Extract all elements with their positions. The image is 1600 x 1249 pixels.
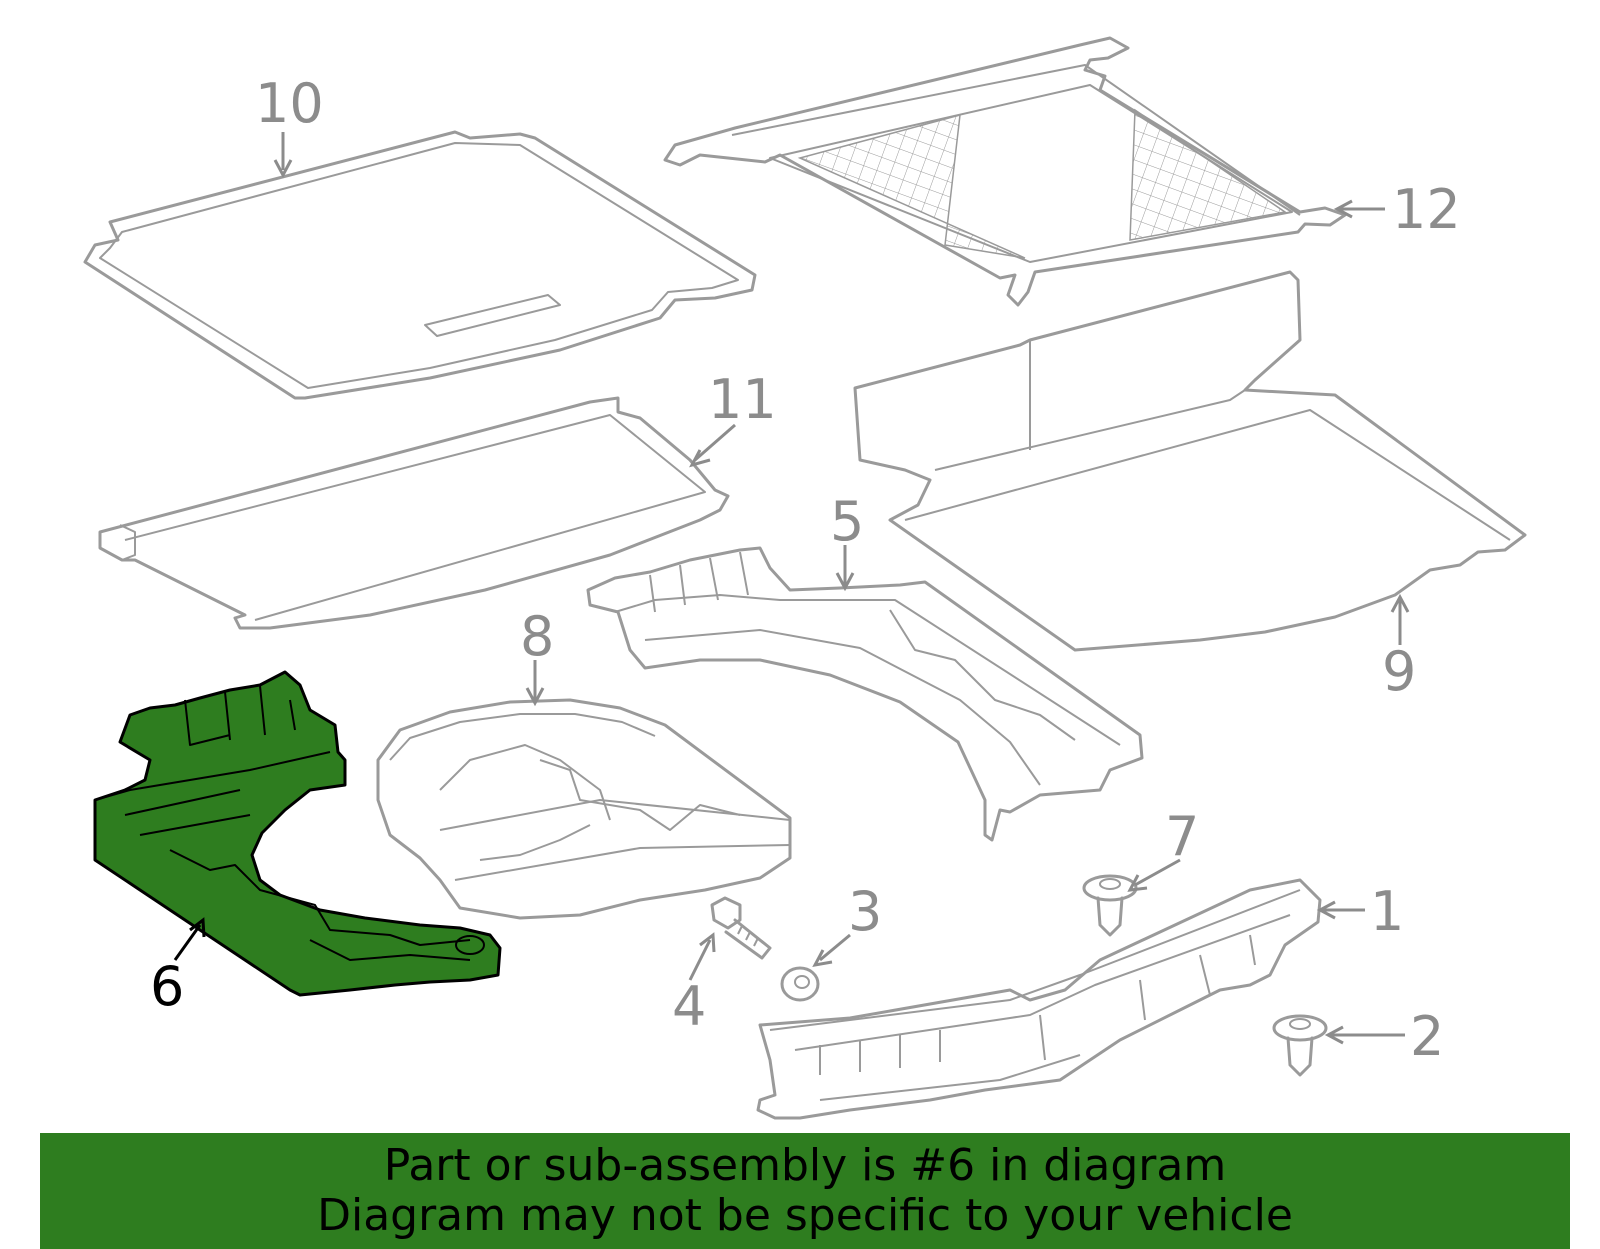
part-10-cargo-mat[interactable]: [83, 130, 757, 400]
part-4-bolt[interactable]: [710, 896, 772, 960]
part-7-clip[interactable]: [1082, 874, 1138, 937]
callout-7: 7: [1165, 805, 1199, 868]
callout-10: 10: [255, 72, 324, 135]
part-8-tire-tray[interactable]: [376, 698, 792, 920]
callout-5: 5: [830, 490, 864, 553]
callout-4: 4: [672, 975, 706, 1038]
part-3-nut[interactable]: [780, 966, 820, 1002]
callout-8: 8: [520, 605, 554, 668]
callout-6: 6: [150, 955, 184, 1018]
banner-line-2: Diagram may not be specific to your vehi…: [317, 1190, 1293, 1241]
part-9-deck-board[interactable]: [853, 270, 1527, 652]
banner-line-1: Part or sub-assembly is #6 in diagram: [383, 1140, 1227, 1191]
info-banner: Part or sub-assembly is #6 in diagram Di…: [40, 1133, 1570, 1249]
callout-2: 2: [1410, 1005, 1444, 1068]
part-12-cargo-net[interactable]: [663, 36, 1347, 307]
callouts: 10 12 11 5 8 9 7 1 3 4 2 6: [150, 72, 1461, 1068]
leader-lines: [173, 132, 1410, 1045]
callout-12: 12: [1392, 178, 1461, 241]
callout-3: 3: [848, 880, 882, 943]
callout-9: 9: [1382, 640, 1416, 703]
callout-1: 1: [1370, 880, 1404, 943]
callout-11: 11: [708, 368, 777, 431]
part-11-tonneau-cover[interactable]: [98, 396, 730, 630]
part-6-bracket-highlighted[interactable]: [93, 670, 502, 997]
part-5-tray[interactable]: [586, 546, 1144, 842]
part-1-sill-plate[interactable]: [756, 878, 1322, 1120]
part-2-clip[interactable]: [1272, 1014, 1328, 1077]
